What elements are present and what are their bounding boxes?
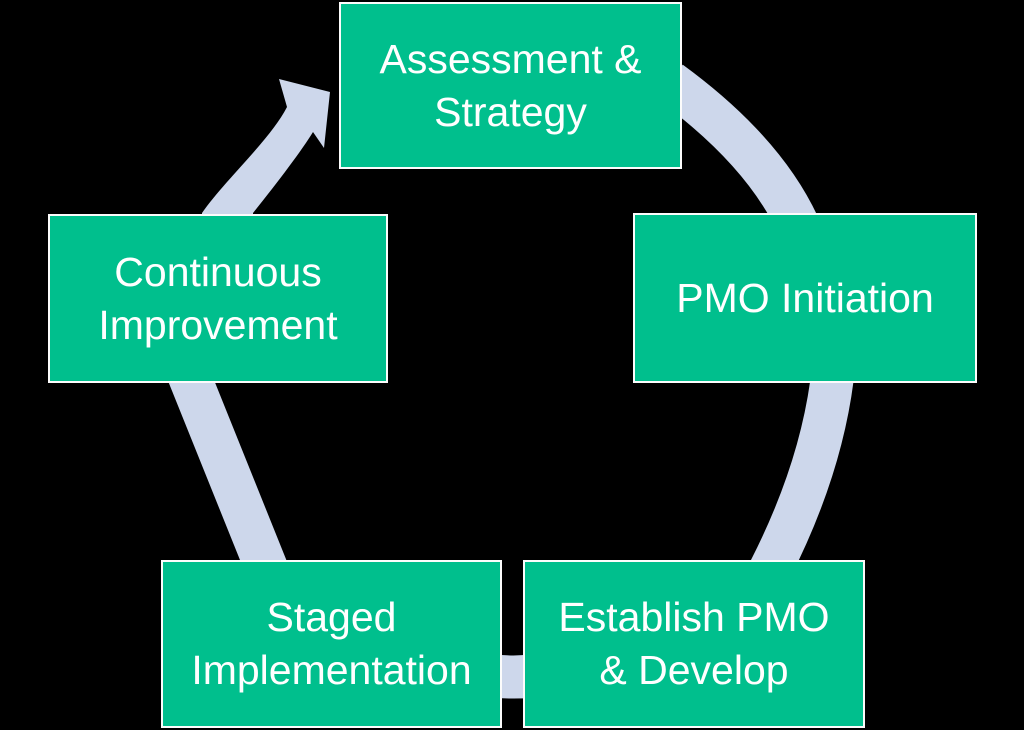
arc-segment-right [750, 369, 855, 580]
step-label-line: Continuous [114, 248, 322, 295]
step-label-line: Establish PMO [558, 594, 830, 640]
arc-segment-top-right [657, 64, 818, 235]
step-label-line: Staged [266, 594, 397, 640]
step-label-line: PMO Initiation [676, 274, 934, 321]
step-label-line: Assessment & [379, 35, 642, 82]
step-label-line: Improvement [98, 301, 338, 348]
step-label-line: Strategy [434, 88, 587, 135]
cycle-step-assessment-strategy: Assessment & Strategy [339, 2, 682, 169]
cycle-step-continuous-improvement: Continuous Improvement [48, 214, 388, 383]
arc-segment-bottom-left [166, 359, 288, 580]
cycle-step-staged-implementation: Staged Implementation [161, 560, 502, 728]
step-label-line: & Develop [599, 647, 789, 693]
step-label-line: Implementation [191, 647, 472, 693]
cycle-arrow-icon [202, 79, 330, 219]
cycle-step-establish-pmo-develop: Establish PMO & Develop [523, 560, 865, 728]
cycle-step-pmo-initiation: PMO Initiation [633, 213, 977, 383]
